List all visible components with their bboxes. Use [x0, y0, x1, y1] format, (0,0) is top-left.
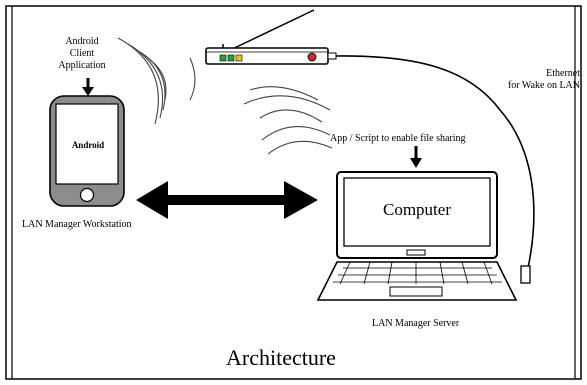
android-phone-icon [49, 95, 125, 207]
android-client-label-line-2: Client [69, 48, 95, 59]
ethernet-label-line-2: for Wake on LAN [507, 80, 580, 91]
file-sharing-script-label: App / Script to enable file sharing [330, 133, 466, 144]
outer-frame [5, 5, 582, 380]
diagram-title: Architecture [226, 345, 336, 370]
double-arrow-icon [136, 181, 318, 219]
android-client-label: Android Client Application [42, 36, 122, 72]
laptop-screen-label: Computer [383, 200, 451, 219]
ethernet-cable-icon [335, 55, 535, 284]
down-arrow-icon [410, 146, 422, 168]
laptop-icon [316, 171, 518, 301]
down-arrow-icon [82, 78, 94, 96]
wifi-wave-icon [117, 37, 333, 155]
server-label: LAN Manager Server [372, 318, 460, 329]
ethernet-label: Ethernet for Wake on LAN [462, 68, 580, 92]
android-client-label-line-3: Application [58, 60, 106, 71]
router-icon [205, 9, 337, 65]
workstation-label: LAN Manager Workstation [22, 219, 132, 230]
phone-screen-label: Android [71, 140, 105, 150]
android-client-label-line-1: Android [65, 36, 99, 47]
ethernet-label-line-1: Ethernet [546, 68, 580, 79]
